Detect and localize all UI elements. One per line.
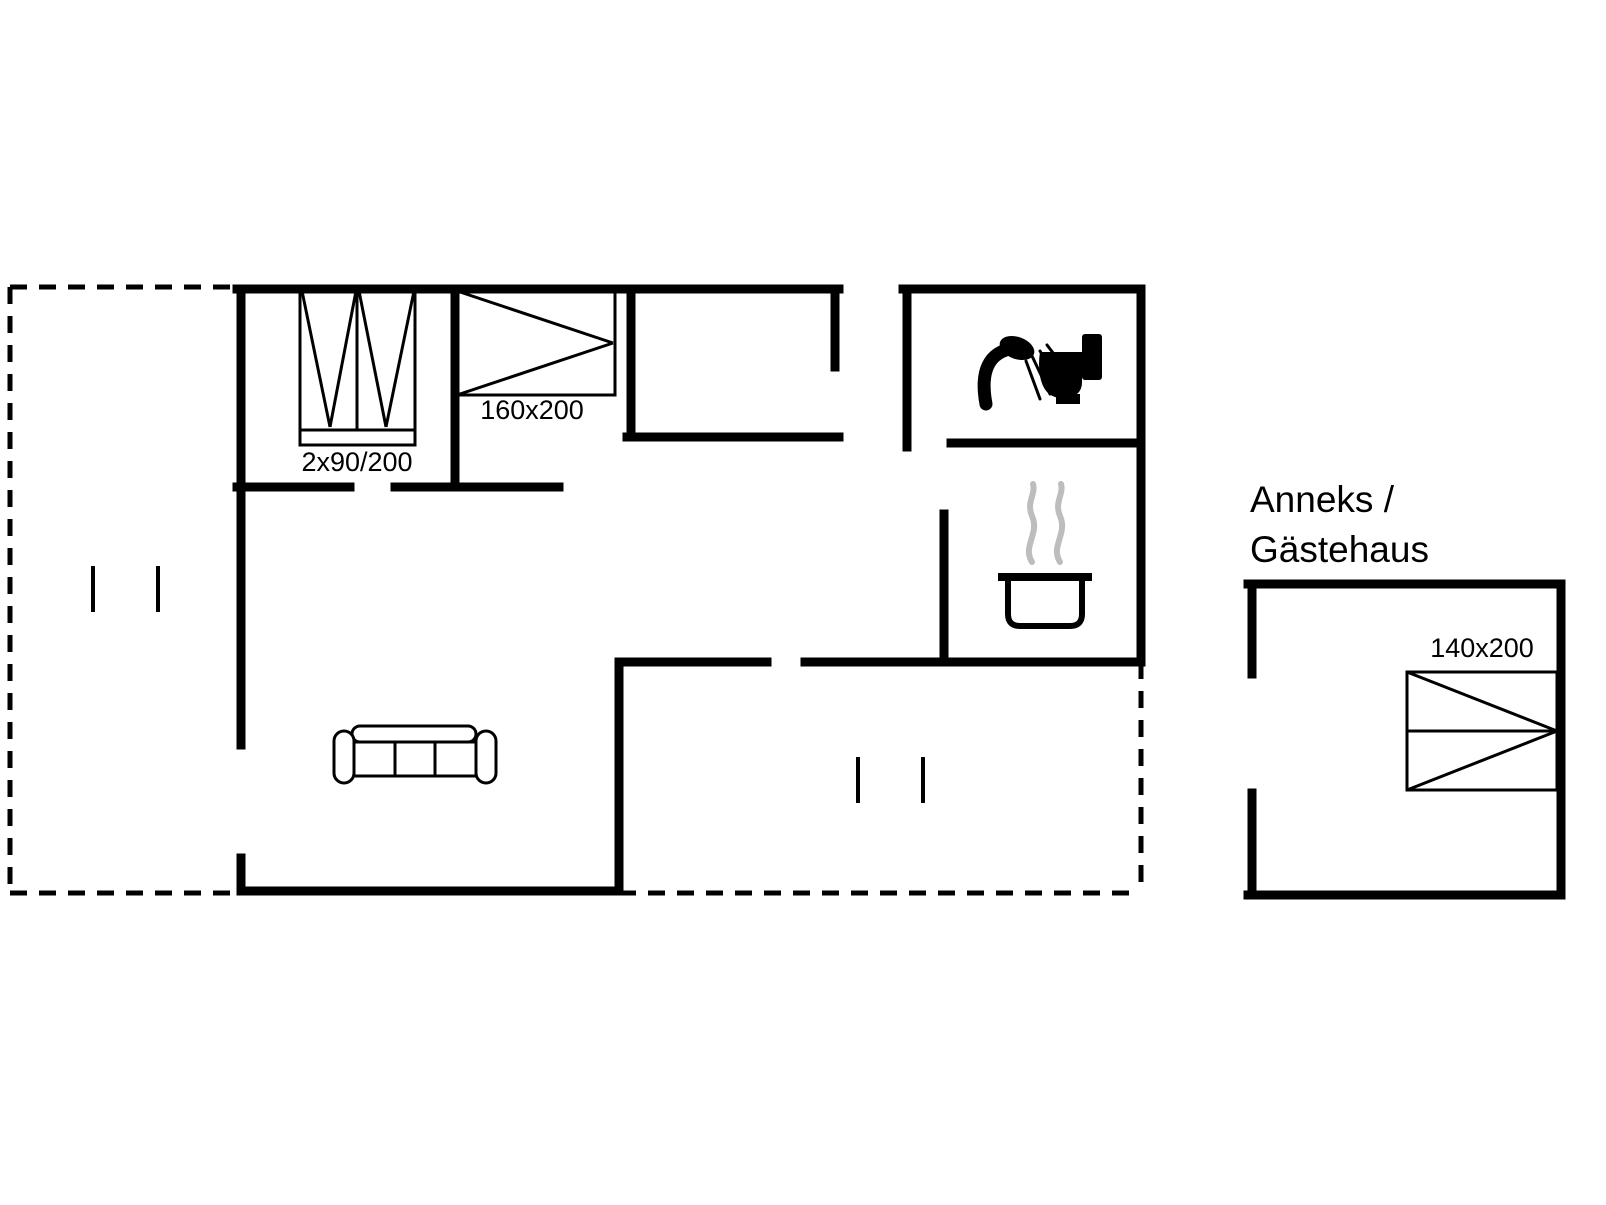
- pot-body: [1005, 577, 1085, 629]
- bed-diagonal: [1406, 670, 1558, 733]
- sofa-seat: [352, 740, 478, 778]
- cooking-pot-icon: [998, 573, 1092, 629]
- bed-outline: [455, 289, 617, 397]
- double-bed-size-label: 2x90/200: [301, 447, 412, 477]
- annex-title-line2: Gästehaus: [1250, 529, 1429, 570]
- toilet-base: [1056, 394, 1080, 404]
- toilet-bowl: [1039, 352, 1082, 398]
- steam-curl: [1053, 481, 1065, 565]
- annex-bed-icon: 140x200: [1405, 633, 1559, 792]
- kitchen-icons: [998, 481, 1092, 629]
- steam-icon: [1025, 481, 1065, 565]
- bed-diagonal: [357, 290, 388, 428]
- sofa-armrest: [332, 729, 356, 785]
- sofa-icon: [332, 724, 498, 785]
- terrace-right-outline: [619, 662, 1144, 896]
- bed-diagonal: [384, 290, 416, 428]
- bed-diagonal: [1406, 729, 1558, 792]
- bed-160-size-label: 160x200: [480, 395, 584, 425]
- bed-diagonal: [300, 290, 332, 428]
- single-bed-160-icon: 160x200: [455, 289, 617, 425]
- annex-title-line1: Anneks /: [1250, 479, 1395, 520]
- main-house-walls: [232, 284, 1146, 896]
- sofa-armrest: [474, 729, 498, 785]
- terrace-left-outline: [7, 284, 237, 896]
- bed-diagonal: [456, 341, 614, 397]
- spray-line: [1024, 359, 1042, 401]
- double-bed-icon: 2x90/200: [298, 289, 417, 477]
- bed-diagonal: [328, 290, 358, 428]
- bed-diagonal: [456, 289, 614, 345]
- toilet-icon: [1039, 334, 1102, 404]
- annex-bed-size-label: 140x200: [1430, 633, 1534, 663]
- shower-head: [999, 335, 1035, 361]
- window-markers: [91, 566, 925, 803]
- toilet-tank: [1082, 334, 1102, 380]
- annex-walls: [1243, 579, 1566, 900]
- annex: Anneks / Gästehaus 140x200: [1243, 479, 1566, 900]
- bathroom-icons: [977, 334, 1102, 411]
- steam-curl: [1025, 481, 1037, 565]
- sofa-back: [350, 724, 478, 744]
